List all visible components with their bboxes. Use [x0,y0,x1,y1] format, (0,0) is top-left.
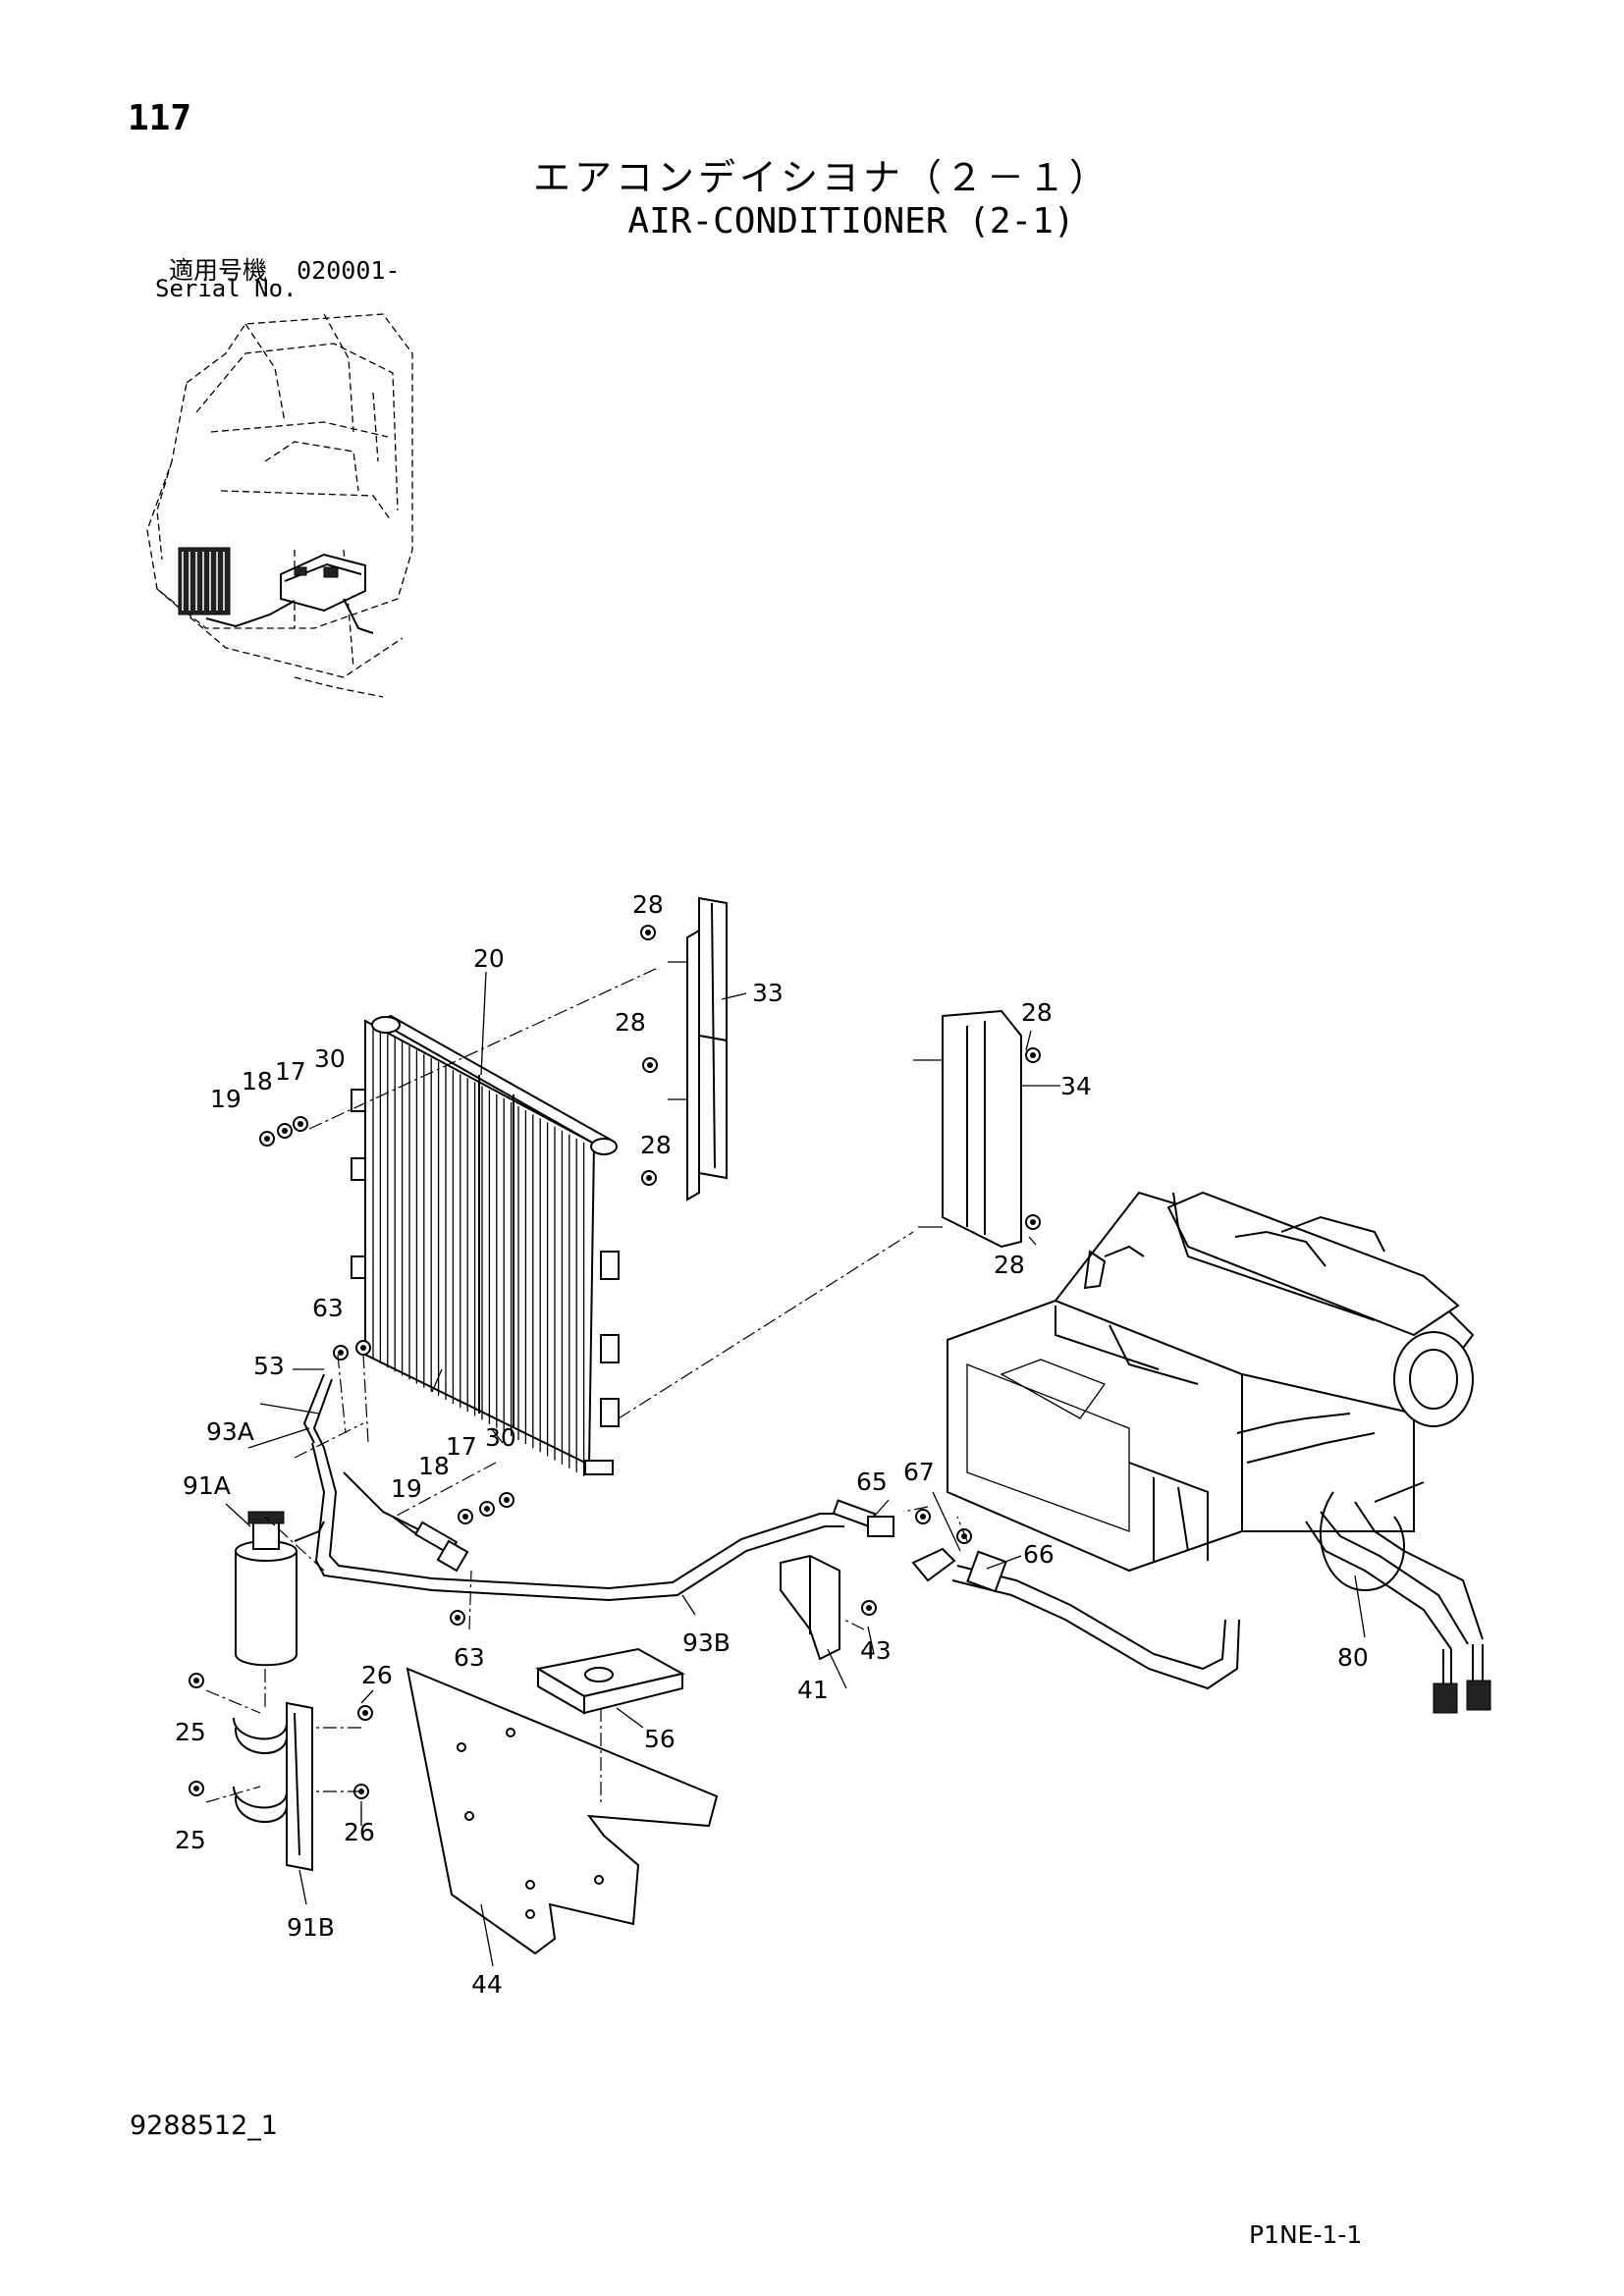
callout-66: 66 [1023,1540,1055,1569]
callout-28: 28 [994,1251,1025,1279]
callout-30: 30 [314,1044,346,1073]
hose-icon [302,1373,1491,1714]
callout-19: 19 [391,1474,422,1503]
leader-lines [225,971,1366,1967]
callout-41: 41 [797,1676,829,1704]
support-plate-icon [406,1554,840,1955]
air-conditioner-unit-icon [947,1191,1475,1573]
callout-44: 44 [471,1970,503,1999]
callout-28: 28 [640,1131,672,1159]
page-code: P1NE-1-1 [1249,2220,1363,2249]
receiver-drier-icon [233,1511,325,1872]
callout-30: 30 [485,1423,516,1452]
drawing-number: 9288512_1 [130,2110,278,2141]
callout-93A: 93A [206,1417,254,1446]
serial-label-jp: 適用号機 [169,256,268,285]
callout-67: 67 [903,1458,935,1486]
callout-63: 63 [312,1294,344,1322]
callout-25: 25 [175,1718,206,1746]
callout-93B: 93B [682,1629,731,1657]
bracket-34-icon [913,1009,1022,1249]
assembly-lines [205,966,968,1803]
callout-63: 63 [454,1643,485,1672]
callout-33: 33 [752,979,784,1007]
excavator-cab-overview-icon [146,313,413,698]
callout-91B: 91B [287,1913,335,1942]
callout-17: 17 [446,1432,477,1461]
callout-53: 53 [253,1352,285,1380]
callout-28: 28 [615,1008,646,1037]
serial-label-en: Serial No. [155,275,298,302]
callout-80: 80 [1337,1643,1369,1672]
title-english: AIR-CONDITIONER (2-1) [627,201,1075,241]
callout-labels: 20 28 33 28 28 34 28 28 19 18 17 30 63 5… [175,890,1369,1999]
callout-18: 18 [242,1067,273,1095]
condenser-icon [351,1014,620,1476]
callout-18: 18 [418,1452,450,1480]
bracket-33-icon [668,896,728,1201]
callout-56: 56 [644,1725,676,1753]
callout-28: 28 [1021,998,1053,1027]
callout-19: 19 [210,1085,242,1113]
callout-25: 25 [175,1826,206,1854]
callout-26: 26 [344,1818,375,1846]
callout-65: 65 [856,1468,888,1496]
serial-value: 020001- [297,256,401,285]
callout-26: 26 [361,1661,393,1689]
callout-20: 20 [473,944,505,973]
callout-91A: 91A [183,1471,231,1500]
title-japanese: エアコンデイシヨナ（２－１） [532,156,1110,199]
callout-34: 34 [1060,1072,1092,1100]
bolt-icon [189,925,1041,1799]
callout-43: 43 [860,1636,892,1665]
page-number: 117 [128,98,192,138]
serial-applicability: 適用号機 020001- [169,251,400,287]
callout-17: 17 [275,1057,306,1086]
callout-28: 28 [632,890,664,919]
